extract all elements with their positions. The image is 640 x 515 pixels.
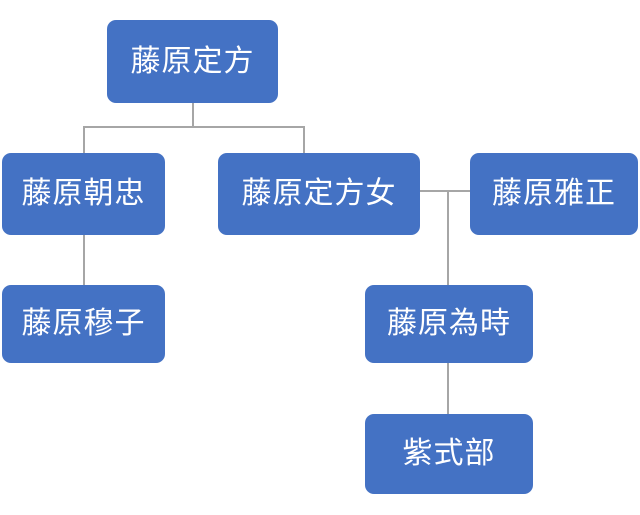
connector-tametoki-to-murasaki (447, 361, 449, 416)
connector-sadakata-to-sadakata-musume (303, 126, 305, 155)
connector-spouse-to-tametoki (447, 190, 449, 287)
connector-sibling-bar (83, 126, 305, 128)
node-fujiwara-no-sadakata-musume[interactable]: 藤原定方女 (218, 153, 420, 235)
node-label: 藤原為時 (387, 307, 511, 340)
node-murasaki-shikibu[interactable]: 紫式部 (365, 414, 533, 494)
node-fujiwara-no-sadakata[interactable]: 藤原定方 (107, 20, 278, 103)
node-fujiwara-no-masatada[interactable]: 藤原雅正 (470, 153, 638, 235)
node-label: 藤原朝忠 (21, 177, 146, 210)
node-label: 藤原定方女 (241, 177, 397, 210)
node-fujiwara-no-tametoki[interactable]: 藤原為時 (365, 285, 533, 363)
connector-asatada-to-bokushi (83, 233, 85, 287)
connector-spouse-sadakata-musume-masatada (420, 190, 470, 192)
connector-sadakata-stem (192, 103, 194, 128)
connector-sadakata-to-asatada (83, 126, 85, 155)
node-fujiwara-no-asatada[interactable]: 藤原朝忠 (2, 153, 165, 235)
node-label: 藤原定方 (130, 44, 255, 78)
node-label: 藤原穆子 (21, 307, 146, 340)
node-label: 藤原雅正 (492, 177, 616, 210)
node-fujiwara-no-bokushi[interactable]: 藤原穆子 (2, 285, 165, 363)
node-label: 紫式部 (402, 437, 496, 470)
